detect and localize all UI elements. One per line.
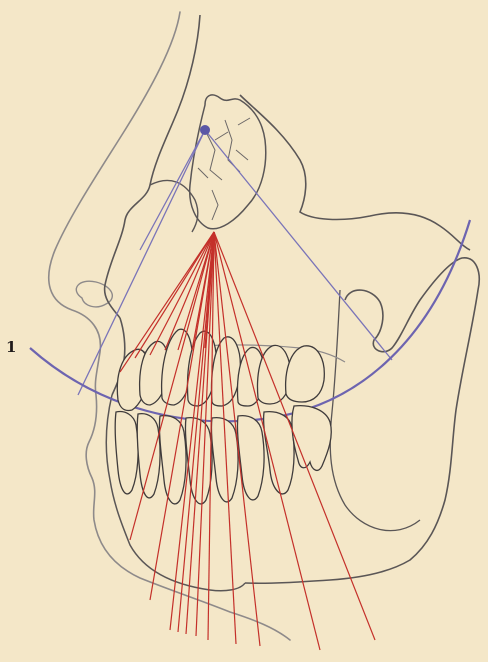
- soft-tissue-profile: [49, 12, 290, 640]
- curve-marker-label: 1: [6, 338, 16, 356]
- construction-line-inner: [140, 130, 205, 250]
- ramus-inner-curve: [330, 290, 420, 531]
- lower-tooth: [115, 412, 138, 494]
- cranium-outline: [240, 95, 470, 250]
- lower-molar: [292, 406, 331, 471]
- upper-tooth: [286, 346, 325, 402]
- upper-tooth: [212, 337, 241, 406]
- construction-line-posterior: [205, 130, 392, 360]
- lower-tooth: [237, 416, 264, 500]
- nostril-outline: [76, 281, 112, 307]
- lower-dentition: [115, 406, 331, 504]
- center-point-icon: [200, 125, 210, 135]
- lower-tooth: [159, 416, 186, 504]
- orbit-outline: [190, 95, 266, 229]
- lower-tooth: [137, 414, 160, 498]
- lower-tooth: [185, 418, 212, 504]
